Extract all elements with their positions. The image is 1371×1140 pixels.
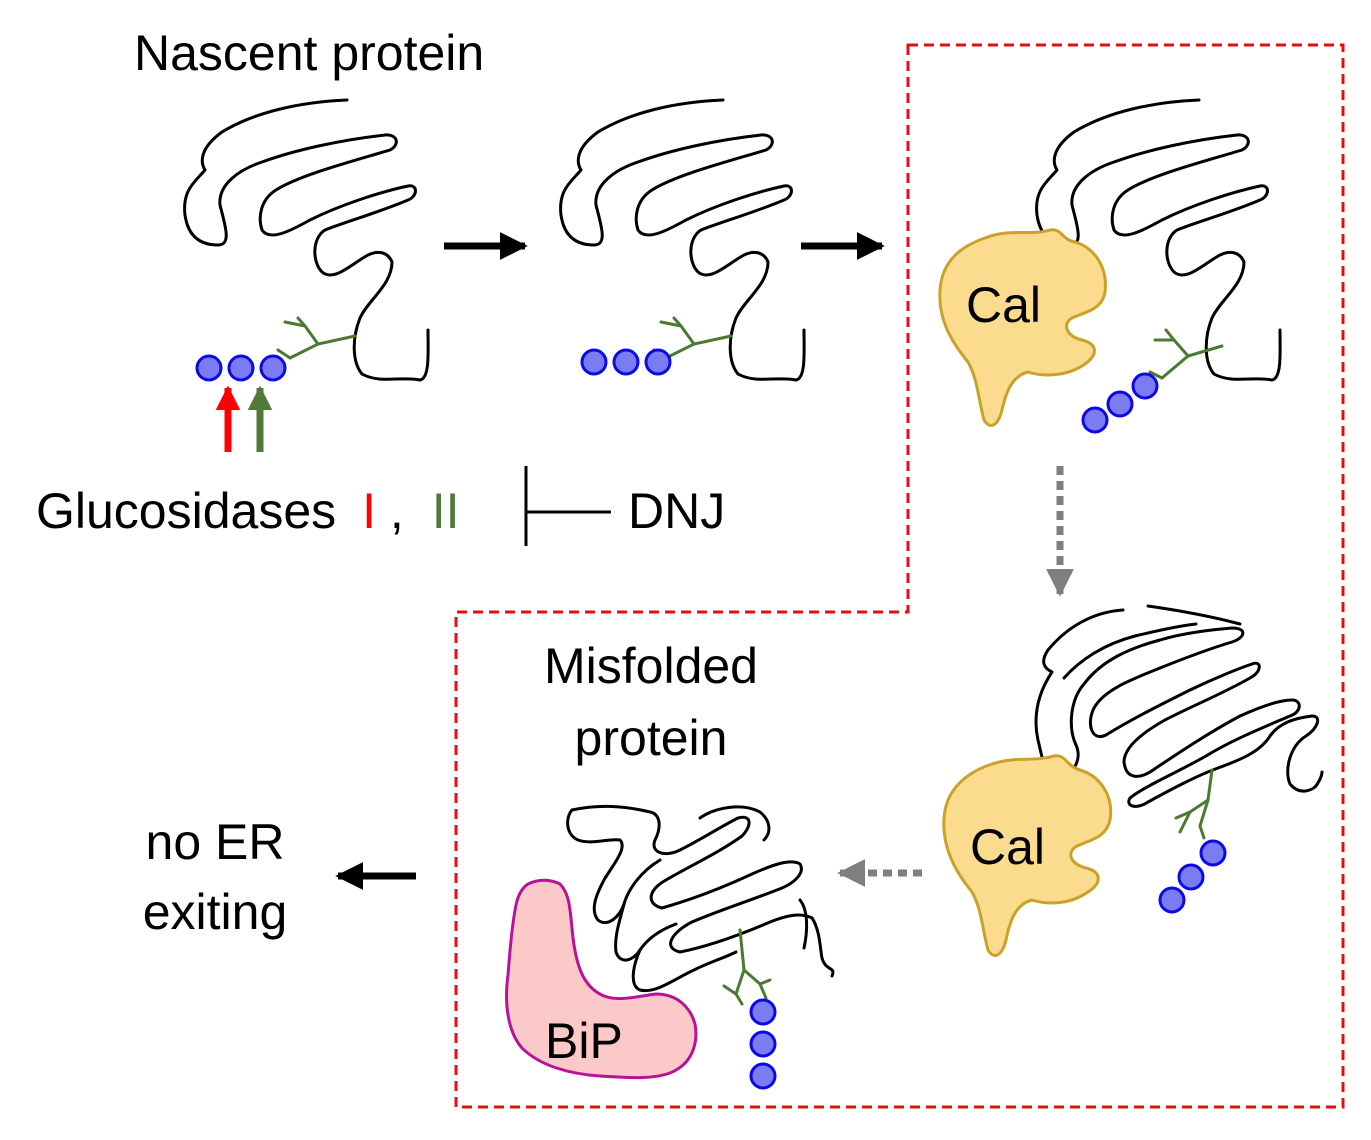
- bip-shape: [505, 878, 698, 1080]
- bip-label: BiP: [545, 1013, 623, 1069]
- protein-chain: [570, 804, 814, 954]
- glucose-1: [580, 348, 608, 376]
- protein-chain: [183, 98, 430, 382]
- glycan-4: [1174, 768, 1214, 840]
- nascent-protein-title: Nascent protein: [134, 25, 484, 81]
- glucose-3: [749, 1062, 777, 1090]
- no-er-exiting-line1: no ER: [146, 814, 285, 870]
- glucosidases-text: Glucosidases: [36, 483, 336, 539]
- glucose-residues-4: [1158, 839, 1227, 914]
- glucose-3: [644, 348, 672, 376]
- glucose-2: [1106, 390, 1134, 418]
- calnexin-label: Cal: [970, 819, 1045, 875]
- glucose-2: [1177, 863, 1205, 891]
- inhibition-symbol: [524, 466, 611, 546]
- glycan-5: [722, 928, 772, 1006]
- no-er-exiting-line2: exiting: [143, 884, 288, 940]
- misfolded-protein-title-line2: protein: [575, 710, 728, 766]
- calnexin-1: Cal: [938, 228, 1107, 427]
- glucose-1: [1158, 886, 1186, 914]
- glucosidases-label: Glucosidases I , II: [36, 483, 459, 539]
- misfolded-protein-bip: [566, 804, 835, 993]
- protein-chain: [1034, 608, 1324, 808]
- glycan: [276, 316, 357, 360]
- glycan-3: [1148, 328, 1224, 380]
- comma: ,: [390, 483, 404, 539]
- nascent-protein-2: [559, 98, 806, 382]
- glucose-3: [259, 354, 287, 382]
- protein-chain: [559, 98, 806, 382]
- glucose-1: [1081, 406, 1109, 434]
- er-boundary-dashed: [454, 43, 1345, 1109]
- dnj-label: DNJ: [628, 483, 725, 539]
- calnexin-label: Cal: [966, 277, 1041, 333]
- glucose-residues-2: [580, 348, 672, 376]
- calnexin-shape: [942, 754, 1113, 957]
- glucose-3: [1199, 839, 1227, 867]
- calnexin-shape: [938, 228, 1107, 427]
- glucose-residues-3: [1081, 372, 1159, 434]
- glucose-3: [1131, 372, 1159, 400]
- nascent-protein-1: [183, 98, 430, 382]
- misfolding-protein-calnexin: [1034, 604, 1324, 808]
- glucose-2: [612, 348, 640, 376]
- glucose-residues: [195, 354, 287, 382]
- glucosidase-1-label: I: [362, 483, 376, 539]
- glucose-residues-5: [749, 998, 777, 1090]
- glucose-2: [749, 1030, 777, 1058]
- glucose-1: [195, 354, 223, 382]
- glucose-1: [749, 998, 777, 1026]
- misfolded-protein-title-line1: Misfolded: [544, 638, 758, 694]
- bip: BiP: [505, 878, 698, 1080]
- glucosidase-2-label: II: [432, 483, 460, 539]
- calnexin-2: Cal: [942, 754, 1113, 957]
- glucose-2: [227, 354, 255, 382]
